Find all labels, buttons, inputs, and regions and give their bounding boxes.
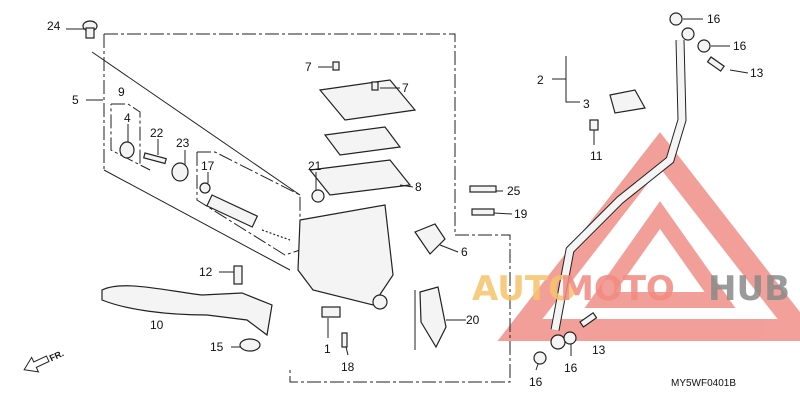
direction-label: FR. — [48, 348, 65, 363]
callout-8: 8 — [415, 180, 422, 194]
callout-16: 16 — [707, 12, 721, 26]
callout-4: 4 — [124, 111, 131, 125]
callout-16: 16 — [564, 361, 578, 375]
clip-3 — [609, 89, 646, 114]
master-cylinder-parts — [82, 20, 497, 352]
callout-1: 1 — [324, 342, 331, 356]
figure-code: MY5WF0401B — [671, 378, 736, 389]
circlip-17 — [199, 182, 211, 194]
callout-11: 11 — [590, 149, 603, 163]
callout-3: 3 — [583, 97, 590, 111]
callout-20: 20 — [466, 313, 480, 327]
watermark-moto: MOTO — [560, 269, 675, 309]
callout-15: 15 — [210, 340, 224, 354]
callout-7: 7 — [402, 81, 409, 95]
screw-7b — [371, 81, 379, 91]
callout-22: 22 — [150, 126, 164, 140]
callout-24: 24 — [47, 19, 61, 33]
callout-10: 10 — [150, 318, 164, 332]
holder-20 — [419, 286, 447, 349]
nut-15 — [239, 338, 261, 352]
callout-21: 21 — [308, 159, 322, 173]
callout-13: 13 — [592, 343, 606, 357]
washer-16b — [697, 39, 711, 53]
callout-23: 23 — [176, 136, 190, 150]
callout-17: 17 — [201, 159, 215, 173]
callout-6: 6 — [461, 245, 468, 259]
watermark-logo-triangle — [497, 132, 800, 341]
watermark-hub: HUB — [708, 269, 790, 309]
diaphragm-8 — [308, 159, 412, 196]
washer-16a — [669, 12, 683, 26]
master-cylinder-body — [297, 204, 394, 306]
bolt-25 — [469, 185, 497, 193]
callout-18: 18 — [341, 360, 355, 374]
callout-9: 9 — [118, 85, 125, 99]
plate — [323, 126, 402, 156]
brake-hose-parts — [533, 12, 725, 365]
callout-25: 25 — [507, 184, 521, 198]
callout-16: 16 — [529, 375, 543, 389]
holder-6 — [414, 223, 446, 255]
watermark-auto: AUTO — [472, 269, 577, 309]
leader-lines — [127, 18, 749, 371]
washer-16d — [563, 331, 577, 345]
switch-1 — [321, 306, 341, 318]
callout-19: 19 — [514, 207, 528, 221]
boot-4 — [119, 141, 135, 159]
piston-set — [206, 194, 259, 228]
callout-2: 2 — [537, 73, 544, 87]
callout-5: 5 — [72, 93, 79, 107]
float-21 — [311, 189, 325, 203]
assembly-outline — [66, 28, 580, 383]
bolt-13b — [579, 311, 598, 328]
callout-13: 13 — [750, 66, 764, 80]
bolt-13a — [706, 56, 725, 72]
callout-16: 16 — [733, 39, 747, 53]
screw-7a — [332, 61, 340, 71]
boot-23 — [171, 162, 189, 182]
reservoir-cap — [318, 79, 417, 121]
brake-lever-10 — [101, 285, 273, 337]
callout-7: 7 — [305, 60, 312, 74]
washer-16c — [533, 351, 547, 365]
callout-12: 12 — [199, 265, 213, 279]
callout-labels: 24 5 9 4 22 23 17 7 7 21 8 25 19 6 12 10… — [47, 12, 764, 389]
bolt-12 — [233, 265, 243, 285]
front-direction-arrow: FR. — [23, 348, 65, 373]
bolt-11 — [589, 119, 599, 131]
rod-22 — [142, 152, 167, 165]
bolt-19 — [471, 208, 495, 216]
watermark-text: AUTO MOTO HUB — [472, 269, 790, 309]
screw-18 — [341, 332, 348, 348]
